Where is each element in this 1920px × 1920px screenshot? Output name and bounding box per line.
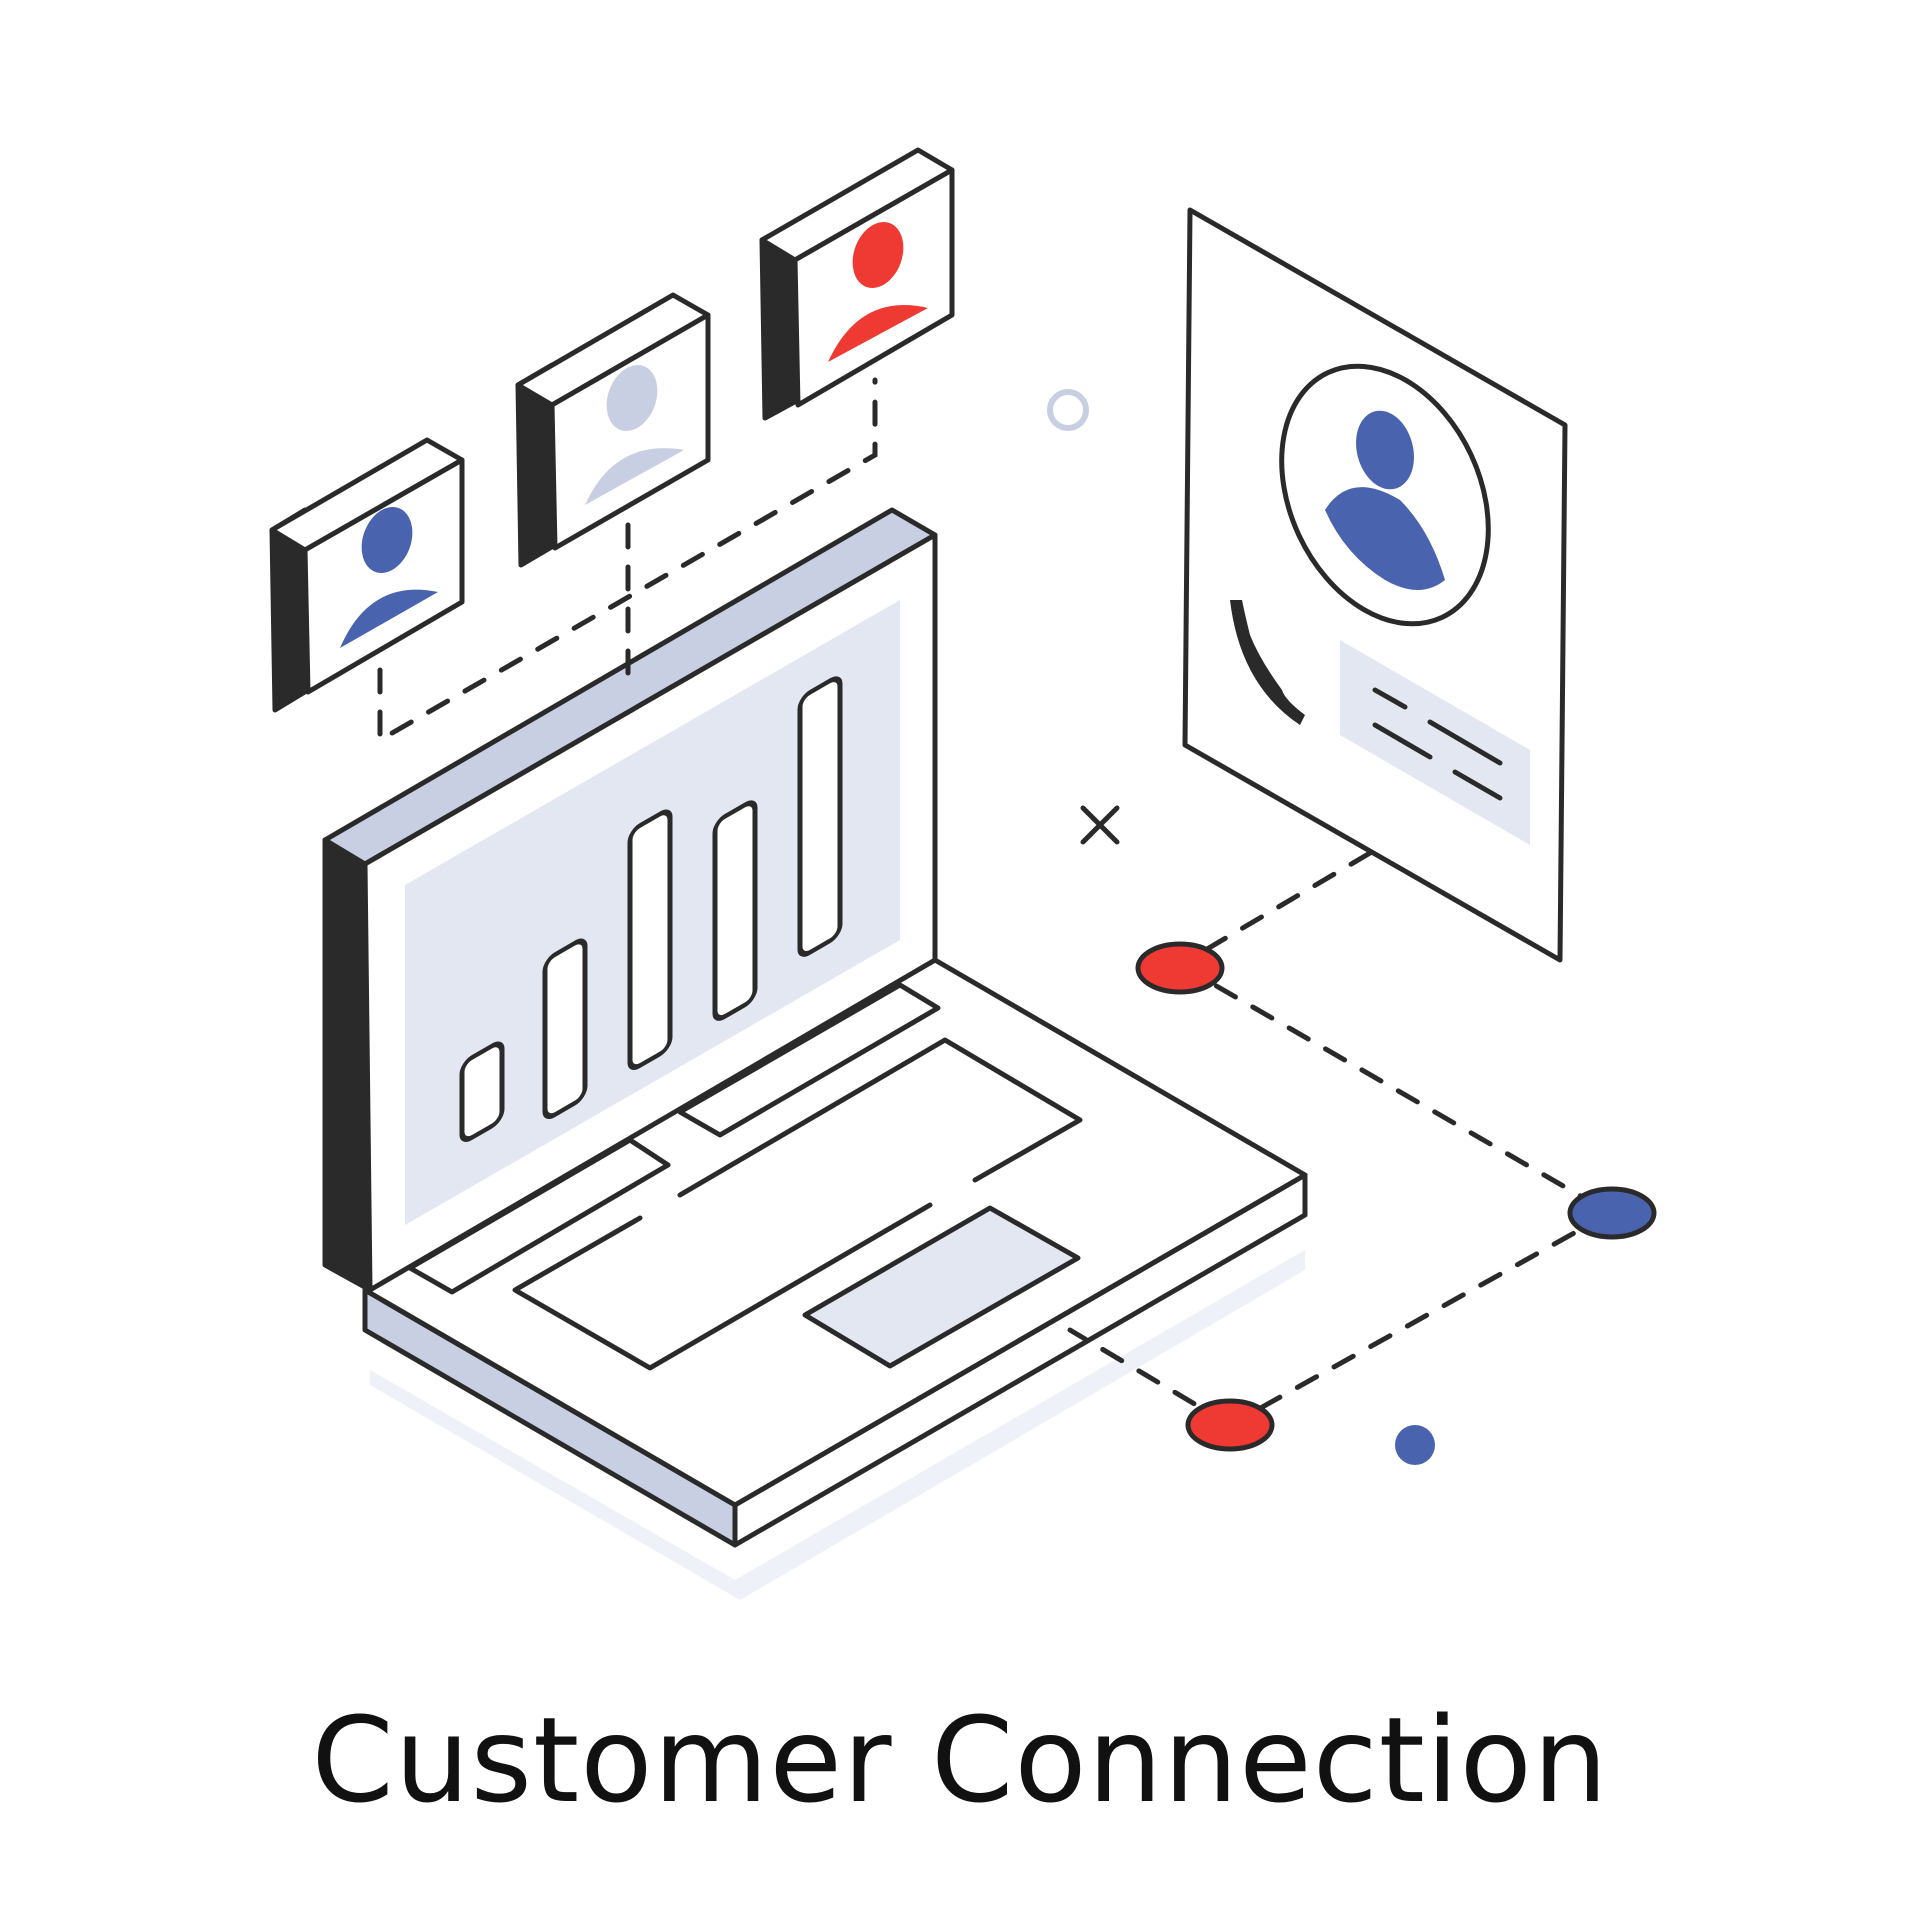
user-blue-icon [361,507,413,573]
screen-bar-4 [712,800,758,1021]
network-line-c [1227,1210,1613,1428]
ring-icon [1047,389,1089,431]
contact-card [1182,207,1568,963]
node-blue [1567,1186,1657,1240]
screen-bar-5 [797,676,843,957]
user-avatar-icon [1356,410,1414,490]
screen-bar-1 [459,1041,505,1142]
profile-card-gray [515,292,711,568]
user-gray-icon [606,365,658,431]
network-line-a [1177,850,1373,968]
node-red-top [1135,941,1225,995]
phone-icon [1230,600,1305,725]
network [1067,850,1657,1452]
dot-icon [1395,1425,1435,1465]
screen-bar-chart [459,676,843,1142]
caption: Customer Connection [311,1691,1609,1829]
message-bubble-icon [1340,640,1530,845]
node-red-bottom [1185,1398,1275,1452]
keyboard-area-lower [512,1202,933,1371]
user-red-icon [852,222,904,288]
keyboard-area [677,1037,1083,1198]
profile-card-blue [269,437,465,713]
cross-icon [1080,805,1120,845]
network-line-b [1177,962,1613,1216]
laptop-shadow [370,1250,1305,1600]
hinge-middle [677,982,941,1138]
profile-card-red [759,147,955,421]
network-line-d [1067,1327,1233,1428]
profile-connectors [377,377,878,745]
connector-card-1 [377,377,878,745]
laptop [322,507,1308,1600]
screen-bar-2 [542,938,588,1120]
touchpad [802,1205,1081,1369]
screen-bar-3 [627,809,673,1070]
